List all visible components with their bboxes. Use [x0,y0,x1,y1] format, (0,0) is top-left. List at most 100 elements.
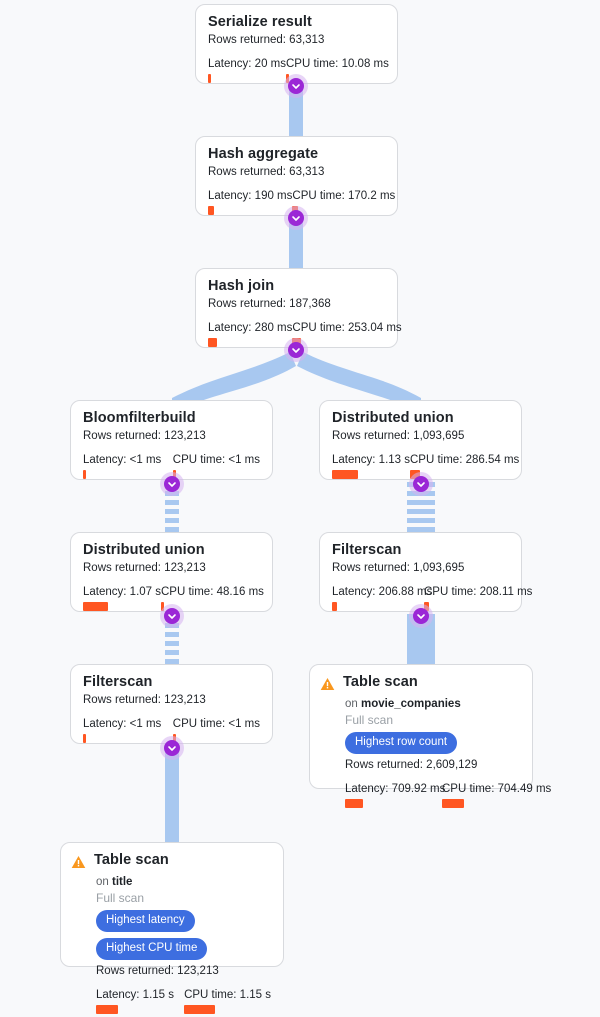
node-metrics: Latency: 20 ms CPU time: 10.08 ms [208,57,389,83]
cpu-label: CPU time: 10.08 ms [285,58,389,70]
plan-node-hash-aggregate[interactable]: Hash aggregate Rows returned: 63,313 Lat… [195,136,398,216]
rows-returned: Rows returned: 123,213 [83,430,206,442]
node-metrics: Latency: <1 ms CPU time: <1 ms [83,453,260,479]
plan-node-serialize-result[interactable]: Serialize result Rows returned: 63,313 L… [195,4,398,84]
edge-distributedunion-to-filterscan-left [165,614,179,664]
node-badges: Highest row count [345,732,520,754]
cpu-metric: CPU time: 704.49 ms [442,782,551,808]
expand-chevron-distributedunion-left[interactable] [164,608,180,624]
node-metrics: Latency: 709.92 ms CPU time: 704.49 ms [345,782,551,808]
latency-bar [83,734,86,743]
plan-node-table-scan-movie-companies[interactable]: Table scan on movie_companies Full scan … [309,664,551,808]
node-title: Hash aggregate [208,146,319,162]
chevron-down-icon [168,614,176,619]
node-title: Serialize result [208,14,312,30]
latency-metric: Latency: 709.92 ms [345,782,446,808]
node-header: Bloomfilterbuild [83,410,260,427]
table-reference: on movie_companies [345,697,520,712]
node-metrics: Latency: 1.13 s CPU time: 286.54 ms [332,453,519,479]
plan-node-filterscan-left[interactable]: Filterscan Rows returned: 123,213 Latenc… [70,664,273,744]
table-reference: on title [96,875,271,890]
latency-label: Latency: 190 ms [208,190,293,202]
plan-node-filterscan-right[interactable]: Filterscan Rows returned: 1,093,695 Late… [319,532,532,612]
node-metrics: Latency: 1.07 s CPU time: 48.16 ms [83,585,264,611]
edge-filterscan-to-tablescan-left [165,746,179,842]
latency-label: Latency: 1.15 s [96,989,174,1001]
node-header: Filterscan [83,674,260,691]
edge-serialize-to-hashaggregate [289,84,303,136]
latency-metric: Latency: 20 ms [208,57,286,83]
on-prefix: on [345,698,361,710]
node-body: on movie_companies Full scan Highest row… [345,697,551,808]
badge-highest-latency[interactable]: Highest latency [96,910,195,932]
rows-returned: Rows returned: 187,368 [208,298,331,310]
latency-bar [332,602,337,611]
node-title: Filterscan [83,674,153,690]
cpu-metric: CPU time: 10.08 ms [285,57,389,83]
warning-triangle-icon [71,855,86,874]
node-header: Table scan [320,674,520,696]
node-title: Filterscan [332,542,402,558]
edge-hashjoin-to-bloomfilterbuild [172,352,296,412]
rows-returned: Rows returned: 1,093,695 [332,562,465,574]
node-body: Rows returned: 187,368 Latency: 280 ms C… [208,296,402,347]
node-header: Distributed union [332,410,509,427]
cpu-metric: CPU time: 1.15 s [184,988,271,1014]
latency-label: Latency: <1 ms [83,454,162,466]
edge-hashjoin-to-distributed-union [297,352,421,412]
latency-metric: Latency: 1.13 s [332,453,410,479]
expand-chevron-filterscan-right[interactable] [413,608,429,624]
badge-highest-cpu-time[interactable]: Highest CPU time [96,938,208,960]
plan-node-distributed-union-right[interactable]: Distributed union Rows returned: 1,093,6… [319,400,522,480]
cpu-label: CPU time: 704.49 ms [442,783,552,795]
chevron-down-icon [168,746,176,751]
latency-metric: Latency: 280 ms [208,321,292,347]
node-metrics: Latency: 1.15 s CPU time: 1.15 s [96,988,271,1014]
plan-node-table-scan-title[interactable]: Table scan on title Full scan Highest la… [60,842,284,1014]
node-body: Rows returned: 1,093,695 Latency: 206.88… [332,560,532,611]
cpu-metric: CPU time: 286.54 ms [410,453,519,479]
expand-chevron-hashjoin[interactable] [288,342,304,358]
edge-bloomfilterbuild-to-distributedunion [165,482,179,532]
plan-node-bloomfilterbuild[interactable]: Bloomfilterbuild Rows returned: 123,213 … [70,400,273,480]
plan-node-hash-join[interactable]: Hash join Rows returned: 187,368 Latency… [195,268,402,348]
expand-chevron-bloomfilterbuild[interactable] [164,476,180,492]
cpu-metric: CPU time: 253.04 ms [292,321,402,347]
latency-bar [96,1005,118,1014]
badge-highest-row-count[interactable]: Highest row count [345,732,458,754]
table-name: movie_companies [361,698,461,710]
expand-chevron-filterscan-left[interactable] [164,740,180,756]
cpu-bar [184,1005,216,1014]
node-header: Hash join [208,278,385,295]
warning-triangle-icon [320,677,335,696]
node-title: Table scan [94,852,169,868]
latency-label: Latency: 709.92 ms [345,783,446,795]
latency-bar [83,470,86,479]
latency-metric: Latency: 206.88 ms [332,585,433,611]
cpu-label: CPU time: <1 ms [172,718,260,730]
chevron-down-icon [168,482,176,487]
cpu-label: CPU time: 286.54 ms [410,454,520,466]
plan-node-distributed-union-left[interactable]: Distributed union Rows returned: 123,213… [70,532,273,612]
latency-label: Latency: 206.88 ms [332,586,433,598]
cpu-metric: CPU time: <1 ms [172,453,260,479]
latency-metric: Latency: <1 ms [83,453,173,479]
expand-chevron-distributedunion-right[interactable] [413,476,429,492]
latency-metric: Latency: 1.15 s [96,988,184,1014]
cpu-bar [161,602,164,611]
chevron-down-icon [417,614,425,619]
node-body: Rows returned: 123,213 Latency: 1.07 s C… [83,560,264,611]
cpu-bar [285,74,289,83]
expand-chevron-serialize[interactable] [288,78,304,94]
latency-bar [208,338,217,347]
rows-returned: Rows returned: 123,213 [96,965,219,977]
rows-returned: Rows returned: 2,609,129 [345,759,478,771]
expand-chevron-hashaggregate[interactable] [288,210,304,226]
cpu-label: CPU time: <1 ms [172,454,260,466]
node-header: Serialize result [208,14,385,31]
chevron-down-icon [292,84,300,89]
node-header: Hash aggregate [208,146,385,163]
latency-label: Latency: <1 ms [83,718,162,730]
